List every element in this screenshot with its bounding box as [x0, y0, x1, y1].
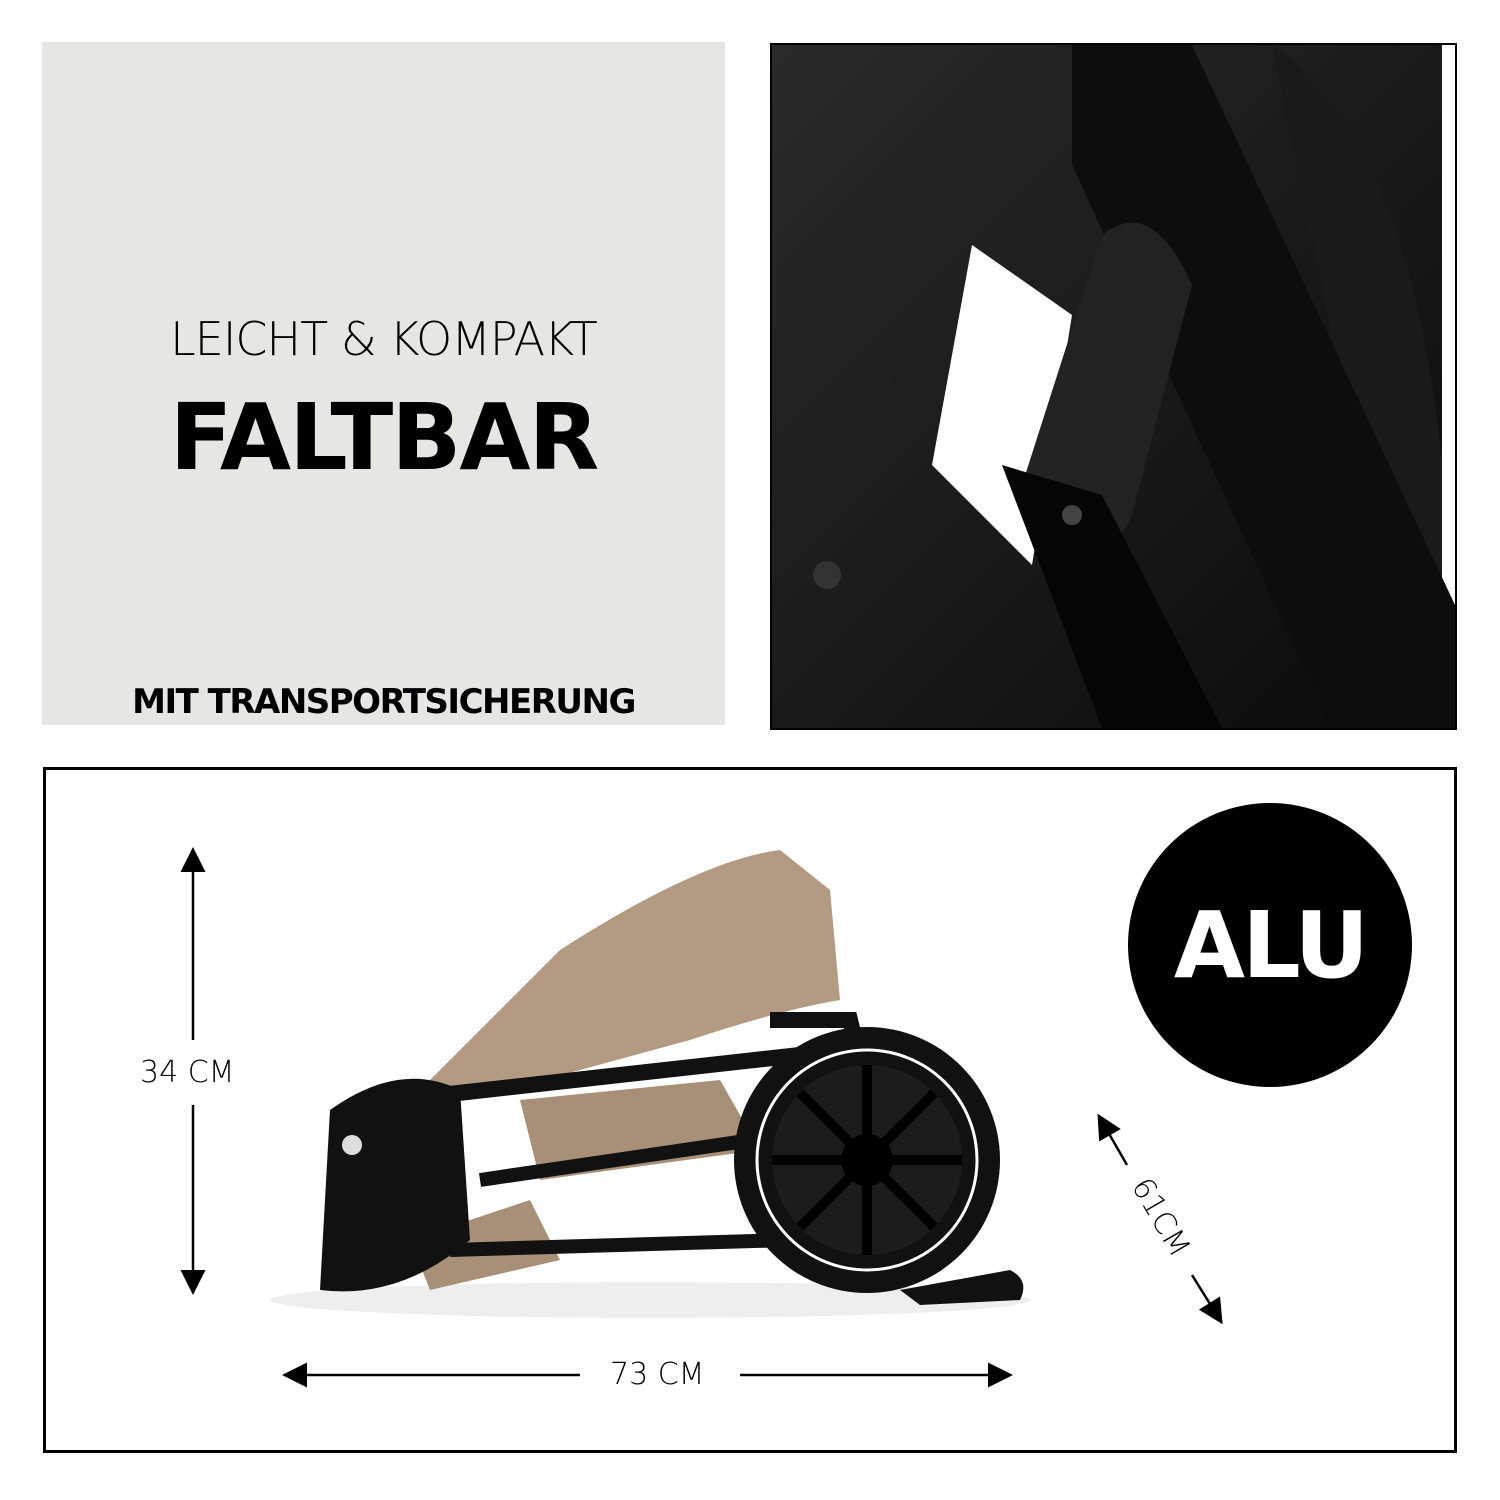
height-label: 34 CM — [140, 1055, 235, 1090]
folded-stroller-image — [270, 850, 1030, 1318]
dimensions-frame — [43, 767, 1457, 1453]
material-badge: ALU — [1128, 803, 1412, 1087]
length-label: 73 CM — [610, 1357, 705, 1392]
material-badge-label: ALU — [1173, 891, 1369, 999]
detail-photo — [770, 43, 1457, 730]
feature-note: MIT TRANSPORTSICHERUNG — [132, 682, 636, 722]
feature-title: FALTBAR — [169, 384, 600, 491]
feature-subtitle: LEICHT & KOMPAKT — [170, 312, 598, 366]
width-arrow — [1097, 1113, 1129, 1166]
feature-panel: LEICHT & KOMPAKT FALTBAR MIT TRANSPORTSI… — [42, 42, 725, 725]
